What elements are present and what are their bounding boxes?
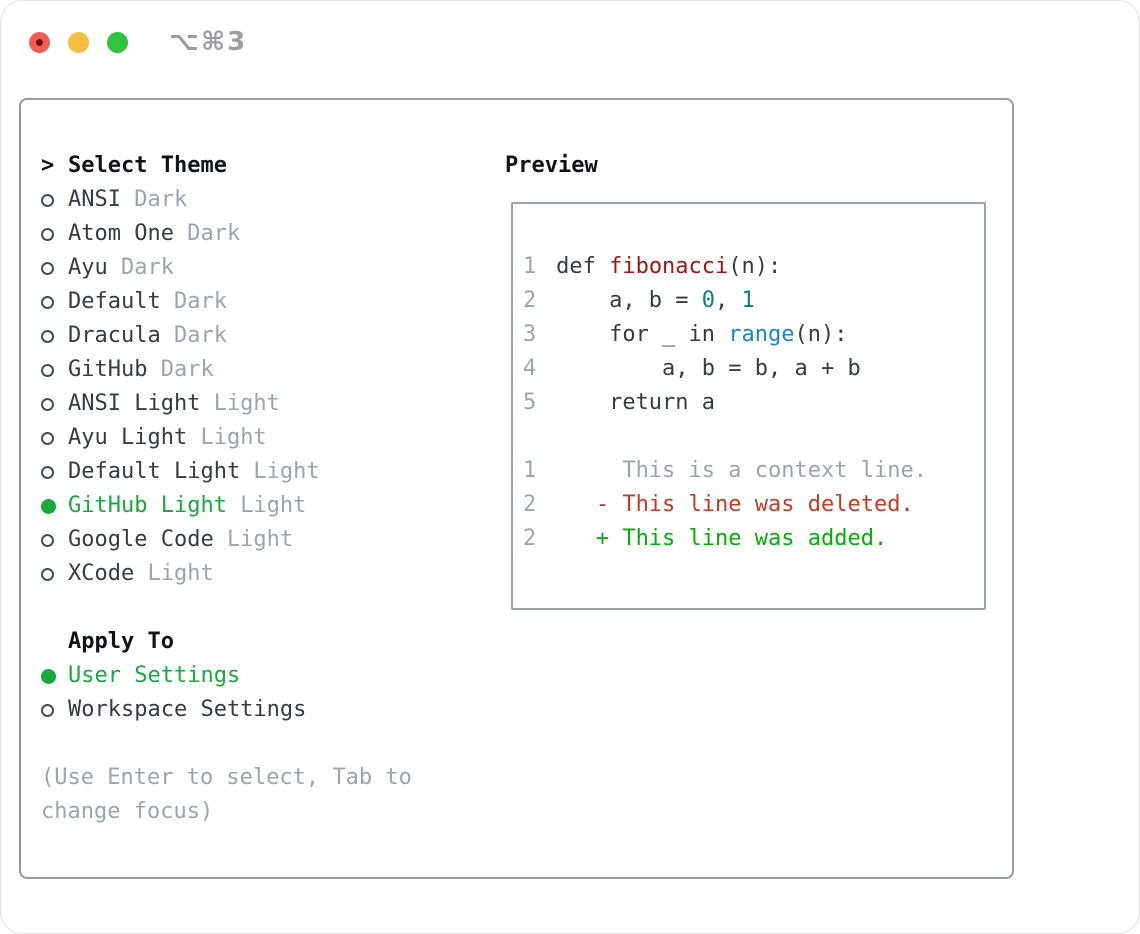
radio-icon (41, 227, 68, 241)
code-text: - This line was deleted. (556, 492, 914, 517)
radio-icon (41, 465, 68, 479)
close-button[interactable] (29, 31, 50, 53)
radio-icon (41, 397, 68, 411)
code-line: 1 This is a context line. (523, 454, 984, 488)
minimize-button[interactable] (68, 31, 89, 53)
code-line: 4 a, b = b, a + b (523, 352, 984, 386)
apply-option-user-settings[interactable]: User Settings (41, 659, 505, 693)
apply-option-workspace-settings[interactable]: Workspace Settings (41, 693, 505, 727)
spacer (41, 727, 505, 761)
apply-to-title: Apply To (68, 629, 174, 654)
line-number: 4 (523, 356, 537, 381)
code-line: 1 def fibonacci(n): (523, 250, 984, 284)
line-number: 1 (523, 458, 537, 483)
radio-icon (41, 363, 68, 377)
line-number: 2 (523, 288, 537, 313)
radio-selected-icon (41, 668, 68, 684)
code-line: 2 - This line was deleted. (523, 488, 984, 522)
prompt-caret-icon: > (41, 153, 55, 178)
line-number: 2 (523, 492, 537, 517)
code-line: 3 for _ in range(n): (523, 318, 984, 352)
code-text: return a (556, 390, 716, 415)
code-line: 5 return a (523, 386, 984, 420)
preview-title: Preview (505, 153, 598, 178)
radio-selected-icon (41, 498, 68, 514)
line-number: 1 (523, 254, 537, 279)
code-line: 2 + This line was added. (523, 522, 984, 556)
radio-icon (41, 329, 68, 343)
apply-option-label: Workspace Settings (68, 697, 307, 722)
code-line: 2 a, b = 0, 1 (523, 284, 984, 318)
line-number: 2 (523, 526, 537, 551)
code-text: a, b = b, a + b (556, 356, 861, 381)
apply-option-label: User Settings (68, 663, 241, 688)
radio-icon (41, 533, 68, 547)
radio-icon (41, 193, 68, 207)
spacer (41, 591, 505, 625)
preview-header-row: Preview (505, 149, 1012, 183)
radio-icon (41, 567, 68, 581)
radio-icon (41, 431, 68, 445)
window-shortcut-label: ⌥⌘3 (169, 27, 248, 57)
radio-icon (41, 295, 68, 309)
zoom-button[interactable] (107, 31, 128, 53)
titlebar: ⌥⌘3 (29, 27, 247, 57)
radio-icon (41, 703, 68, 717)
code-text: a, b = 0, 1 (556, 288, 755, 313)
code-text: This is a context line. (556, 458, 927, 483)
radio-icon (41, 261, 68, 275)
select-theme-title: Select Theme (68, 153, 227, 178)
code-text: + This line was added. (556, 526, 888, 551)
apply-to-header-row: Apply To (41, 625, 505, 659)
code-line (523, 420, 984, 454)
code-text: for _ in range(n): (556, 322, 848, 347)
line-number (523, 420, 536, 454)
line-number: 3 (523, 322, 537, 347)
line-number: 5 (523, 390, 537, 415)
select-theme-header-row: > Select Theme (41, 149, 505, 183)
keyboard-hint: (Use Enter to select, Tab to change focu… (41, 765, 412, 824)
code-text: def fibonacci(n): (556, 254, 782, 279)
